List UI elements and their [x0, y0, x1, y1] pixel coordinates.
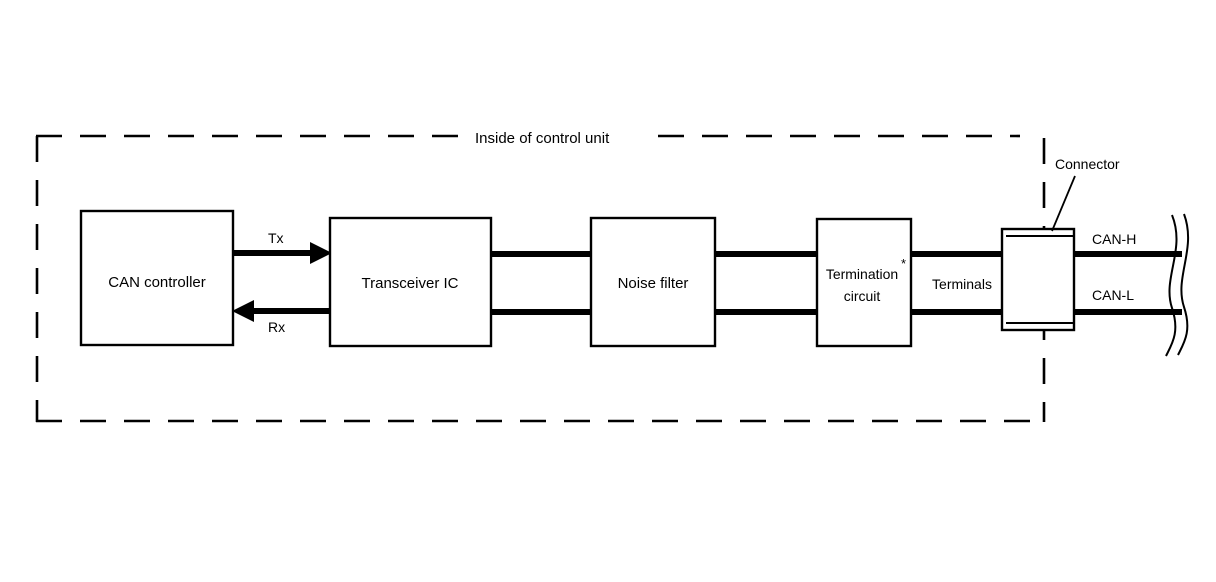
- termination-circuit-label-line2: circuit: [844, 288, 881, 304]
- can-controller-label: CAN controller: [108, 274, 206, 291]
- noise-filter-label: Noise filter: [618, 275, 689, 292]
- bus-line-upper-seg2: [710, 251, 822, 257]
- bus-line-upper-seg3: [906, 251, 1010, 257]
- bus-line-lower-seg3: [906, 309, 1010, 315]
- block-transceiver-ic[interactable]: Transceiver IC: [328, 216, 493, 348]
- noise-filter-box[interactable]: [589, 216, 717, 348]
- boundary-title-label: Inside of control unit: [475, 130, 610, 147]
- connector-label: Connector: [1055, 156, 1120, 172]
- bus-line-lower-seg2: [710, 309, 822, 315]
- tx-arrow-shaft: [232, 250, 316, 256]
- transceiver-ic-label: Transceiver IC: [362, 275, 459, 292]
- termination-circuit-box[interactable]: [815, 217, 913, 348]
- bus-lines-group: [486, 251, 1182, 315]
- tx-signal-arrow: [232, 242, 332, 264]
- terminals-label: Terminals: [932, 276, 992, 292]
- termination-circuit-label-line1: Termination: [826, 266, 898, 282]
- block-connector[interactable]: Connector: [1000, 156, 1120, 332]
- transceiver-ic-box[interactable]: [328, 216, 493, 348]
- block-can-controller[interactable]: CAN controller: [79, 209, 235, 347]
- can-h-label: CAN-H: [1092, 231, 1136, 247]
- rx-arrow-shaft: [248, 308, 332, 314]
- bus-line-upper-seg1: [486, 251, 596, 257]
- tx-label: Tx: [268, 230, 284, 246]
- break-wave-left: [1165, 214, 1178, 357]
- cable-break-symbol: [1165, 213, 1190, 357]
- rx-arrow-head: [232, 300, 254, 322]
- bus-line-lower-seg1: [486, 309, 596, 315]
- can-controller-box[interactable]: [79, 209, 235, 347]
- can-l-label: CAN-L: [1092, 287, 1134, 303]
- block-termination-circuit[interactable]: Termination circuit *: [815, 217, 913, 348]
- rx-signal-arrow: [232, 300, 332, 322]
- break-wave-right: [1177, 213, 1190, 356]
- tx-arrow-head: [310, 242, 332, 264]
- connector-box[interactable]: [1000, 227, 1076, 332]
- bus-line-upper-can-h: [1068, 251, 1182, 257]
- block-noise-filter[interactable]: Noise filter: [589, 216, 717, 348]
- bus-line-lower-can-l: [1068, 309, 1182, 315]
- rx-label: Rx: [268, 319, 285, 335]
- termination-circuit-footnote-marker: *: [901, 256, 906, 271]
- connector-leader-line: [1051, 175, 1076, 232]
